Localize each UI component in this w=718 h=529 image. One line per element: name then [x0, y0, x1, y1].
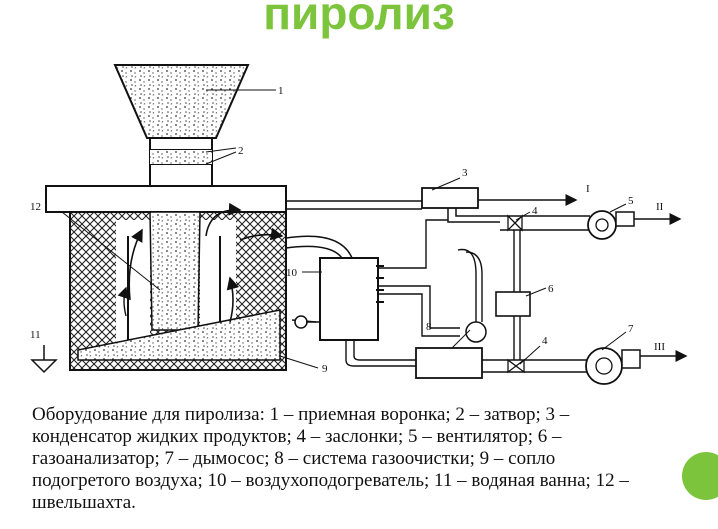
label-12: 12 — [30, 201, 41, 213]
gas-analyzer — [495, 230, 531, 360]
label-9: 9 — [322, 363, 328, 375]
damper-lower — [507, 358, 525, 374]
output-label-II: II — [656, 201, 664, 213]
label-11: 11 — [30, 329, 41, 341]
label-7: 7 — [628, 323, 634, 335]
receiving-funnel — [113, 64, 250, 139]
label-8: 8 — [426, 321, 432, 333]
slide-title: пиролиз — [263, 0, 455, 39]
gas-cleaning-system — [345, 340, 590, 379]
liquid-condenser — [421, 187, 479, 209]
fan — [587, 210, 682, 240]
label-5: 5 — [628, 195, 634, 207]
output-label-I: I — [586, 183, 590, 195]
diagram-caption: Оборудование для пиролиза: 1 – приемная … — [32, 404, 629, 513]
pyrolysis-equipment-diagram: 1 2 3 4 4 5 6 7 8 9 10 11 12 I II III — [30, 64, 688, 385]
label-6: 6 — [548, 283, 554, 295]
smoke-exhauster — [585, 347, 688, 385]
output-label-III: III — [654, 341, 665, 353]
decorative-green-circle — [682, 452, 718, 500]
label-10: 10 — [286, 267, 298, 279]
label-4-lower: 4 — [542, 335, 548, 347]
gate — [149, 137, 213, 187]
water-bath — [30, 345, 58, 374]
retort-top-plate — [45, 185, 287, 213]
air-heater — [319, 257, 384, 341]
label-3: 3 — [462, 167, 468, 179]
label-1: 1 — [278, 85, 284, 97]
furnace-body — [69, 202, 287, 371]
hot-air-nozzle — [294, 315, 308, 329]
label-4-upper: 4 — [532, 205, 538, 217]
label-2: 2 — [238, 145, 244, 157]
